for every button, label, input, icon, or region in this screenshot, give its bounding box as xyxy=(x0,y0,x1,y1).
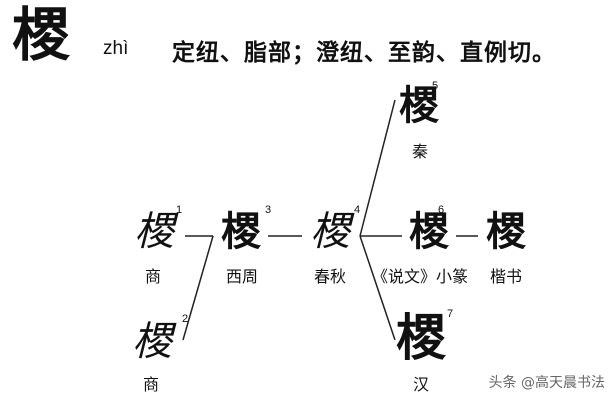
stage-2-glyph: 㮨 xyxy=(132,319,172,365)
header-character: 㮨 xyxy=(12,1,71,69)
stage-2-label: 商 xyxy=(142,375,159,394)
stage-1-label: 商 xyxy=(144,267,161,286)
stage-7-glyph: 㮨 xyxy=(396,308,446,367)
stage-3-label: 西周 xyxy=(225,267,258,286)
stage-7-number: 7 xyxy=(447,308,454,320)
stage-5-number: 5 xyxy=(432,80,439,92)
connector-4-7 xyxy=(359,235,396,341)
stage-6-glyph: 㮨 xyxy=(409,208,449,255)
stage-4-glyph: 㮨 xyxy=(310,209,350,255)
watermark: 头条 @高天晨书法 xyxy=(488,375,605,391)
connector-2-3 xyxy=(182,235,214,341)
stage-2-number: 2 xyxy=(182,313,189,325)
stage-4-number: 4 xyxy=(354,204,361,216)
connector-4-5 xyxy=(359,99,396,237)
stage-1-number: 1 xyxy=(176,204,183,216)
stage-3-number: 3 xyxy=(265,204,272,216)
stage-5-label: 秦 xyxy=(411,142,428,161)
stage-6-number: 6 xyxy=(438,204,445,216)
stage-8-glyph: 㮨 xyxy=(486,208,526,255)
header-pinyin: zhì xyxy=(103,38,129,59)
stage-3-glyph: 㮨 xyxy=(221,208,261,255)
stage-1-glyph: 㮨 xyxy=(134,209,174,255)
stage-8-label: 楷书 xyxy=(489,267,522,286)
header-fanqie: 定纽、脂部；澄纽、至韵、直例切。 xyxy=(172,39,556,66)
stage-6-label: 《说文》小篆 xyxy=(371,267,468,286)
stage-5-glyph: 㮨 xyxy=(399,82,439,129)
stage-7-label: 汉 xyxy=(412,375,429,394)
stage-4-label: 春秋 xyxy=(313,267,346,286)
